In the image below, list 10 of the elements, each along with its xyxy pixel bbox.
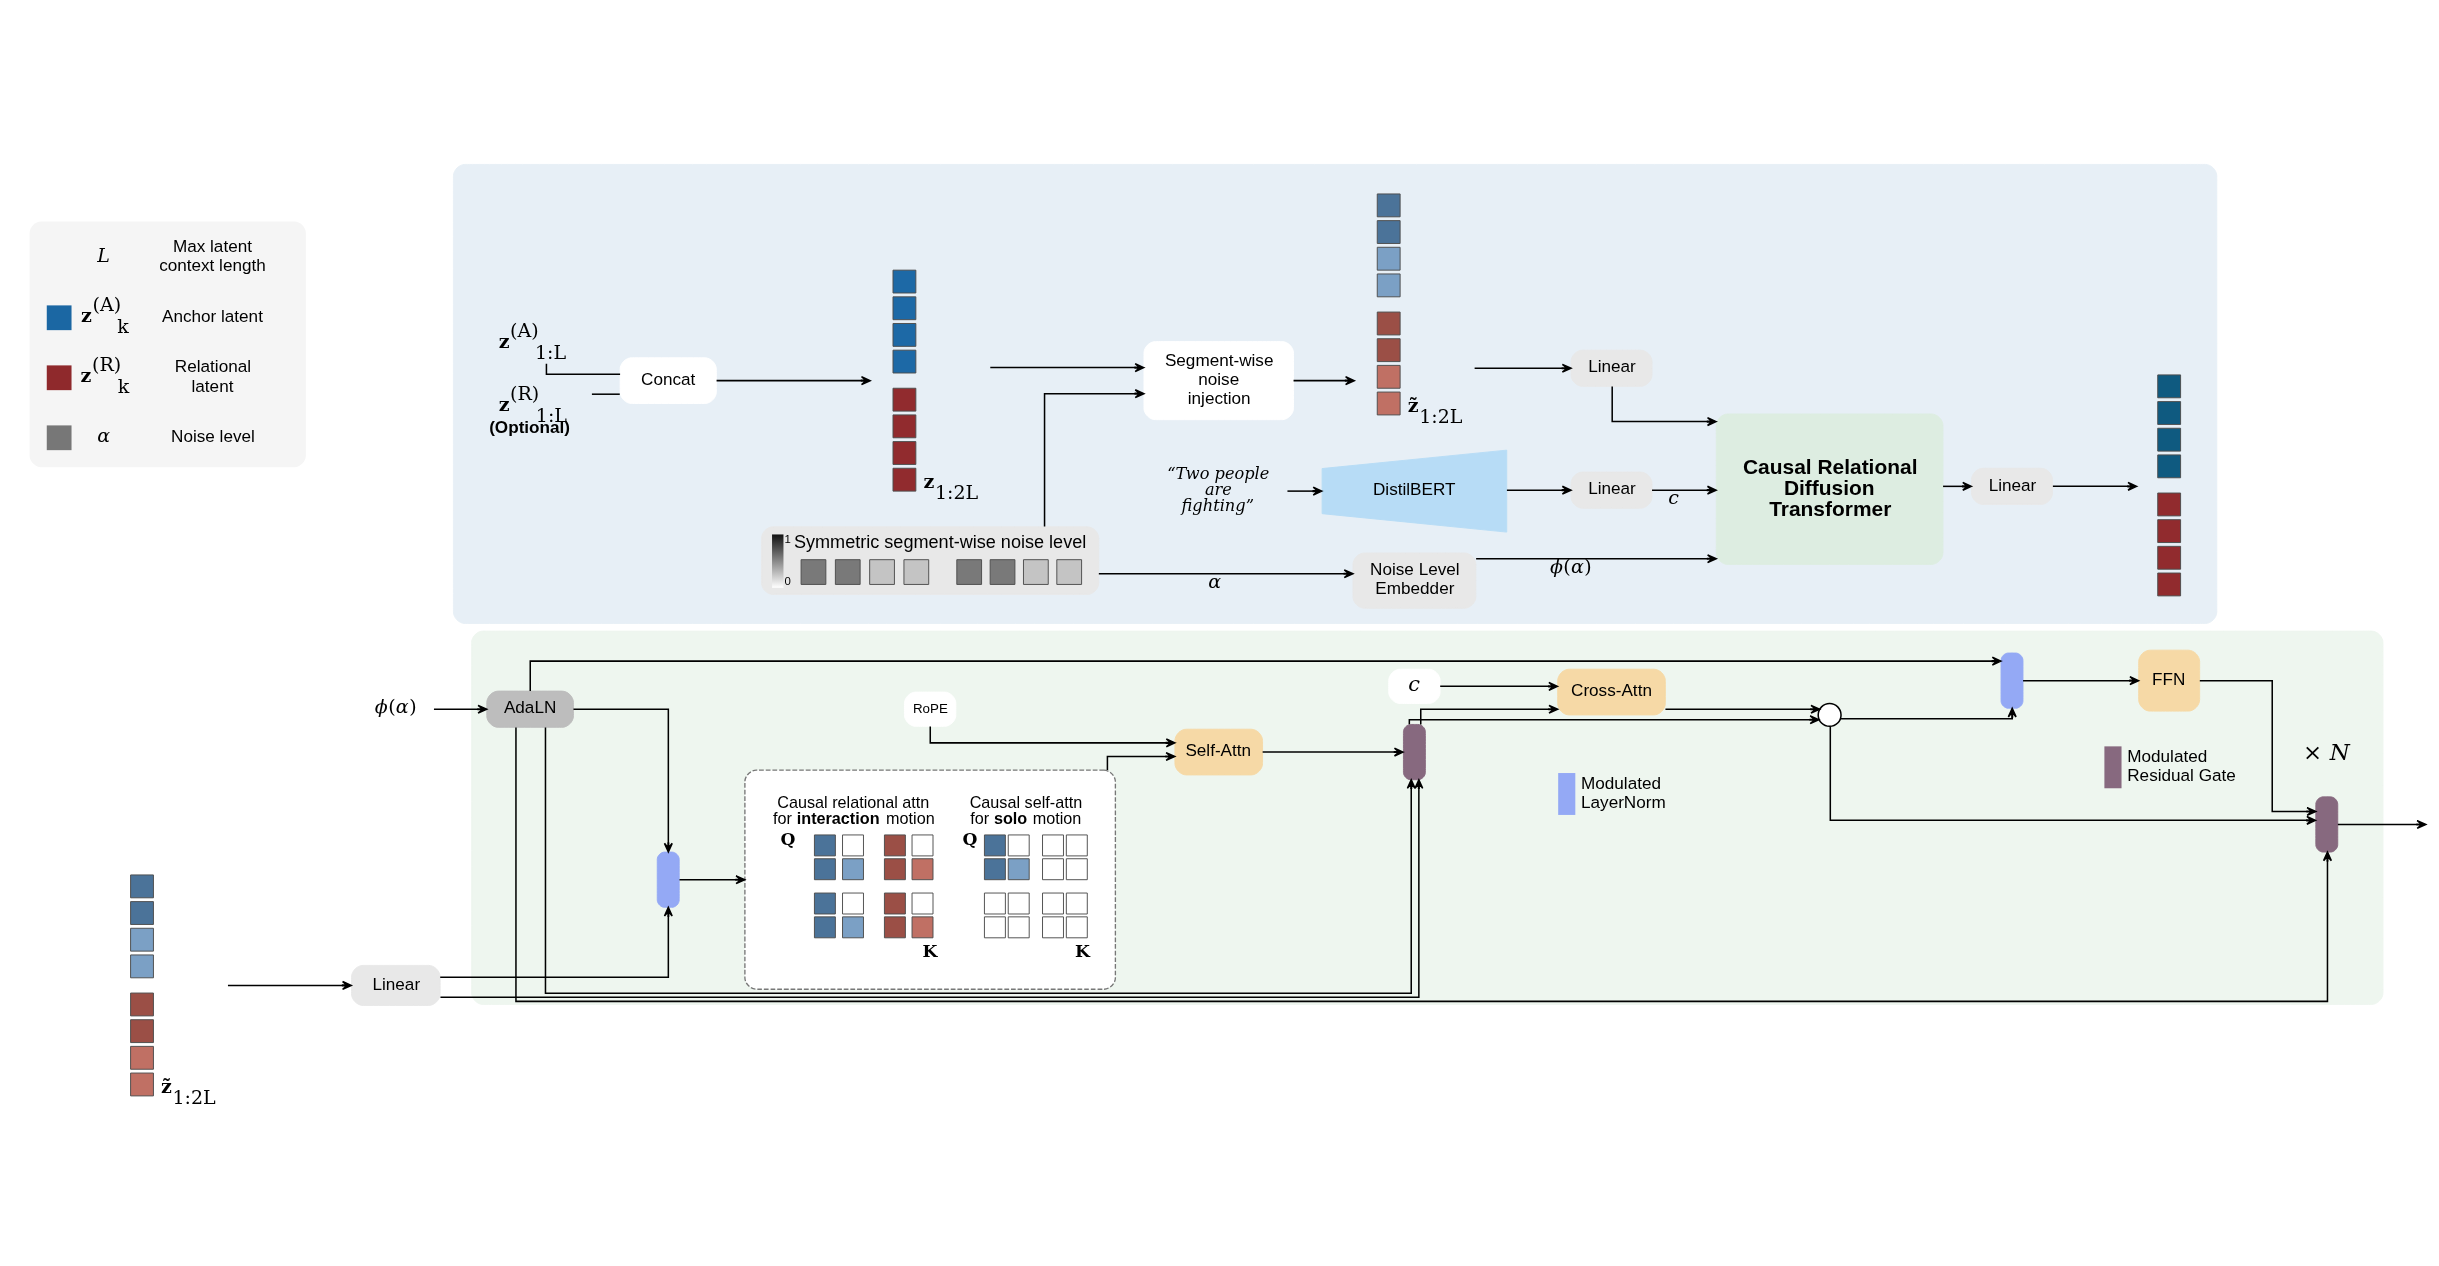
edge-label: ϕ(α)	[1549, 554, 1592, 577]
edge-label: c	[1668, 485, 1679, 508]
edge-label: α	[1208, 569, 1222, 592]
legend-label: Modulated Residual Gate	[2127, 745, 2236, 785]
node-text: ϕ(α)	[374, 694, 417, 717]
node-text: “Two people are fighting”	[1167, 463, 1270, 515]
legend-label: L Max latent context length	[97, 235, 266, 275]
legend-label: α Noise level	[97, 423, 255, 446]
legend-label: Modulated LayerNorm	[1581, 772, 1666, 812]
label: × N	[2302, 738, 2350, 765]
